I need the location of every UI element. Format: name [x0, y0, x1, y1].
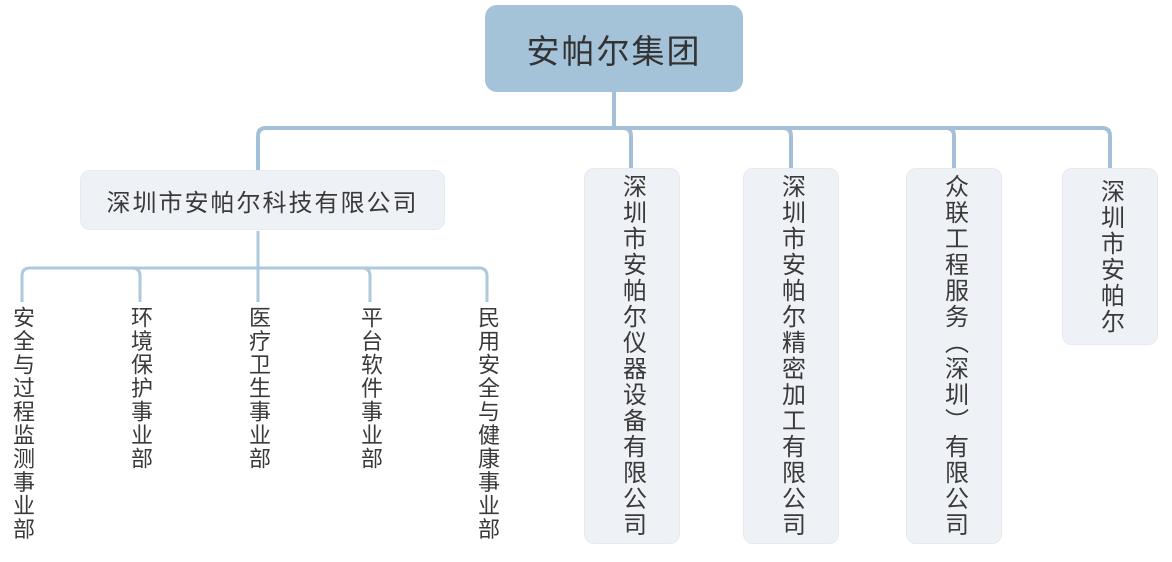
dept-civil-safety-health: 民用安全与健康事业部 — [473, 306, 501, 541]
node-shenzhen-anpaier-label: 深圳市安帕尔 — [1096, 178, 1124, 335]
node-zhonglian-engineering: 众联工程服务（深圳）有限公司 — [906, 168, 1002, 544]
node-shenzhen-anpaier: 深圳市安帕尔 — [1062, 168, 1158, 345]
dept-platform-software-label: 平台软件事业部 — [358, 306, 383, 471]
connector-drop-2 — [782, 126, 793, 172]
dept-civil-safety-health-label: 民用安全与健康事业部 — [475, 306, 500, 541]
connector-sub-rail — [20, 266, 489, 302]
org-node-root: 安帕尔集团 — [485, 5, 743, 92]
dept-medical-health-label: 医疗卫生事业部 — [246, 306, 271, 471]
dept-environmental-protection: 环境保护事业部 — [126, 306, 154, 471]
node-anpaier-technology-label: 深圳市安帕尔科技有限公司 — [106, 189, 419, 217]
connector-drop-3 — [945, 126, 956, 172]
node-anpaier-precision: 深圳市安帕尔精密加工有限公司 — [743, 168, 839, 544]
dept-environmental-protection-label: 环境保护事业部 — [128, 306, 153, 471]
dept-medical-health: 医疗卫生事业部 — [244, 306, 272, 471]
connector-sub-drop-4 — [361, 266, 372, 302]
dept-platform-software: 平台软件事业部 — [356, 306, 384, 471]
node-anpaier-precision-label: 深圳市安帕尔精密加工有限公司 — [777, 174, 805, 538]
connector-sub-drop-2 — [131, 266, 142, 302]
dept-safety-process-monitoring-label: 安全与过程监测事业部 — [10, 306, 35, 541]
node-anpaier-instruments: 深圳市安帕尔仪器设备有限公司 — [584, 168, 680, 544]
connector-drop-1 — [622, 126, 633, 172]
node-anpaier-instruments-label: 深圳市安帕尔仪器设备有限公司 — [618, 174, 646, 538]
node-anpaier-technology: 深圳市安帕尔科技有限公司 — [80, 170, 445, 230]
dept-safety-process-monitoring: 安全与过程监测事业部 — [8, 306, 36, 541]
connector-main-rail — [256, 126, 1112, 172]
node-zhonglian-engineering-label: 众联工程服务（深圳）有限公司 — [940, 174, 968, 538]
org-node-root-label: 安帕尔集团 — [526, 32, 702, 70]
